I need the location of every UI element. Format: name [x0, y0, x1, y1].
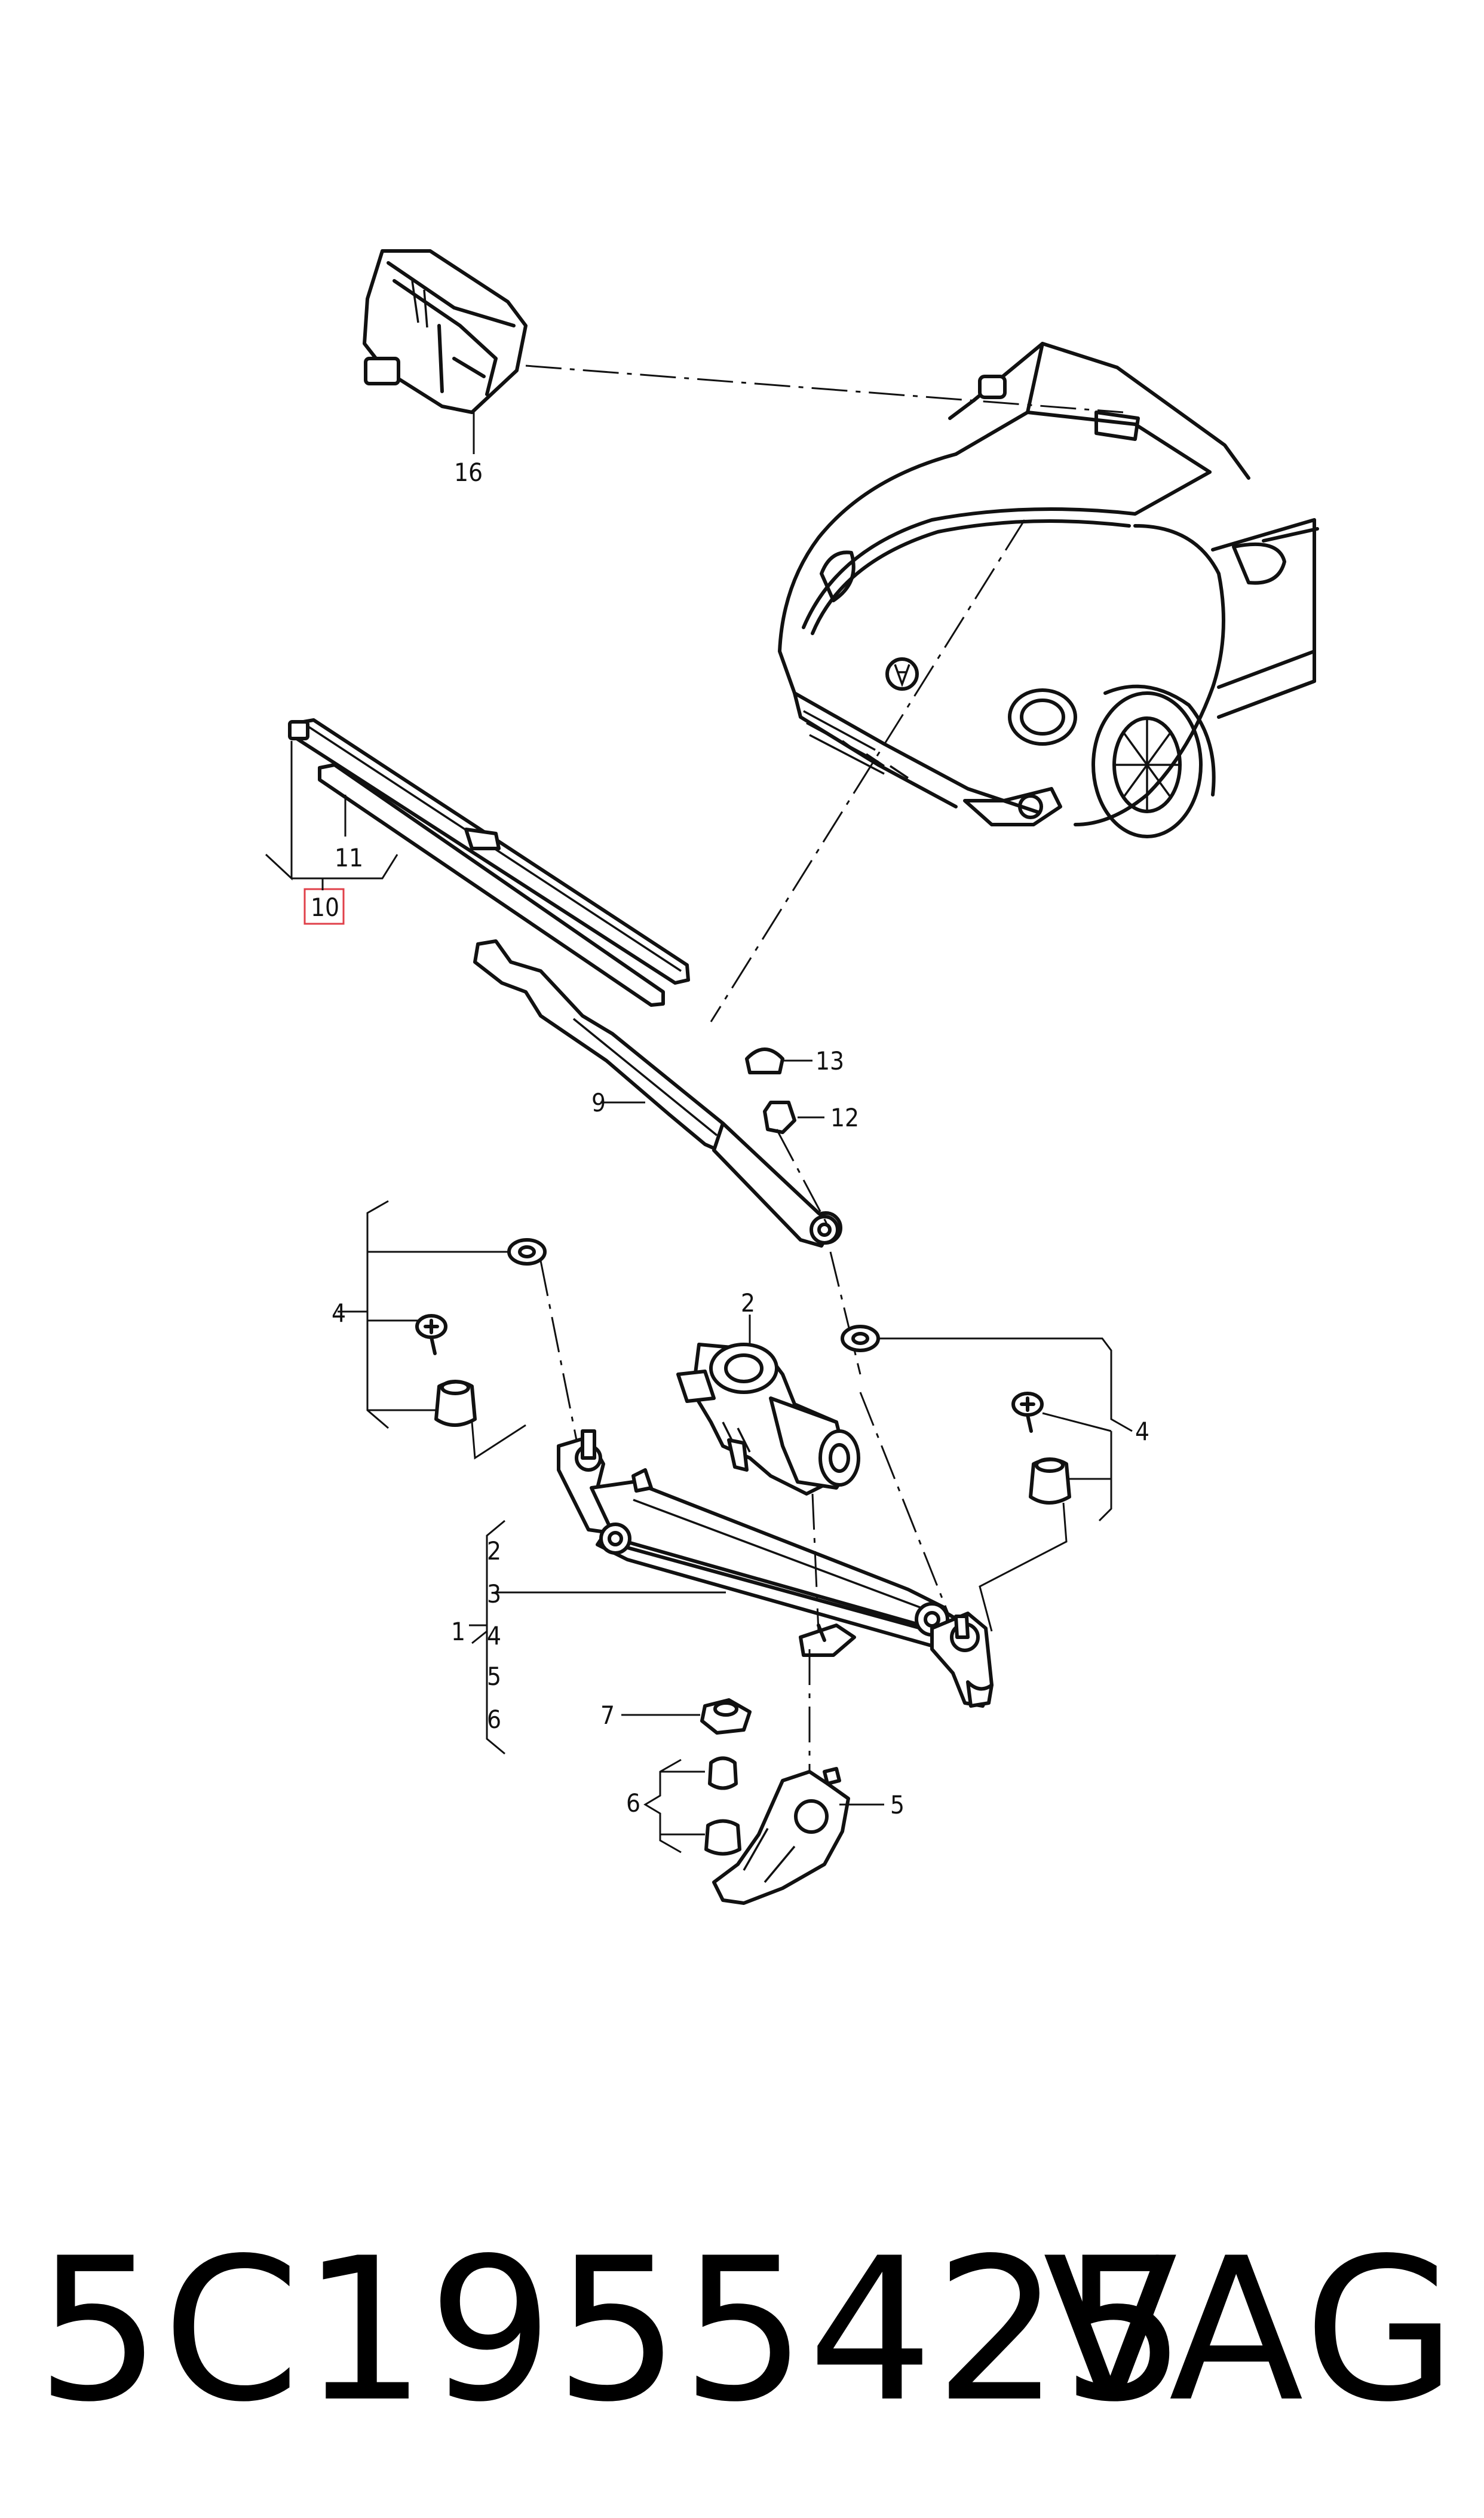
grommet-left	[434, 1380, 477, 1427]
part-number: 5C1955425	[36, 2216, 1188, 2445]
screw-left	[415, 1314, 447, 1355]
bushing-6-upper	[708, 1756, 738, 1790]
callout-2-list: 2	[487, 1536, 501, 1566]
callout-7: 7	[600, 1701, 615, 1730]
screw-right	[1011, 1392, 1044, 1433]
exploded-parts-diagram: 16	[265, 249, 1319, 1905]
callout-6-list: 6	[487, 1705, 501, 1734]
grommet-right	[1029, 1457, 1071, 1505]
nut-7	[700, 1698, 752, 1735]
washer-right	[841, 1325, 880, 1352]
callout-5-bracket: 5	[890, 1790, 904, 1819]
callout-11: 11	[335, 843, 363, 872]
part-number-footer: 5C1955425 VAG	[0, 2199, 1484, 2462]
callout-10-highlight	[303, 888, 345, 925]
callout-4-list: 4	[487, 1621, 501, 1650]
callout-13: 13	[815, 1046, 844, 1076]
rain-sensor-module	[363, 249, 528, 414]
bushing-6-lower	[704, 1819, 741, 1856]
callout-16: 16	[454, 458, 483, 487]
callout-6-left: 6	[626, 1788, 640, 1818]
wiper-motor	[676, 1343, 860, 1496]
washer-left	[507, 1238, 547, 1266]
callout-12: 12	[830, 1103, 859, 1132]
nut-12	[763, 1101, 796, 1134]
vehicle-illustration	[778, 342, 1319, 838]
callout-5-list: 5	[487, 1662, 501, 1691]
cap-13	[745, 1047, 784, 1074]
callout-4-right: 4	[1135, 1417, 1149, 1446]
mounting-bracket-5	[712, 1767, 850, 1905]
callout-1: 1	[451, 1617, 465, 1646]
wiper-blade	[288, 718, 690, 1007]
wiper-linkage-frame	[557, 1429, 994, 1708]
wiper-arm	[473, 939, 842, 1248]
brand-name: VAG	[1043, 2216, 1460, 2445]
callout-9: 9	[591, 1088, 606, 1117]
callout-2-motor: 2	[741, 1288, 755, 1318]
callout-10: 10	[311, 893, 339, 922]
callout-3-list: 3	[487, 1579, 501, 1609]
callout-4-left: 4	[332, 1298, 346, 1328]
